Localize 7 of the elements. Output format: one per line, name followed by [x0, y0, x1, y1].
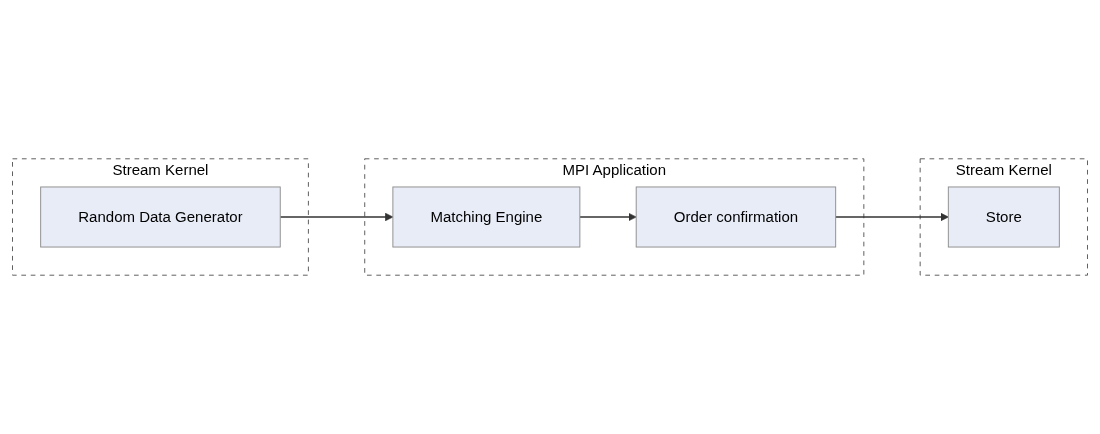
node-box: Order confirmation — [635, 186, 837, 248]
arrow — [834, 212, 949, 222]
node-box: Random Data Generator — [40, 186, 281, 248]
arrow — [279, 212, 394, 222]
arrow — [579, 212, 637, 222]
node-box: Store — [947, 186, 1060, 248]
node-box: Matching Engine — [392, 186, 581, 248]
